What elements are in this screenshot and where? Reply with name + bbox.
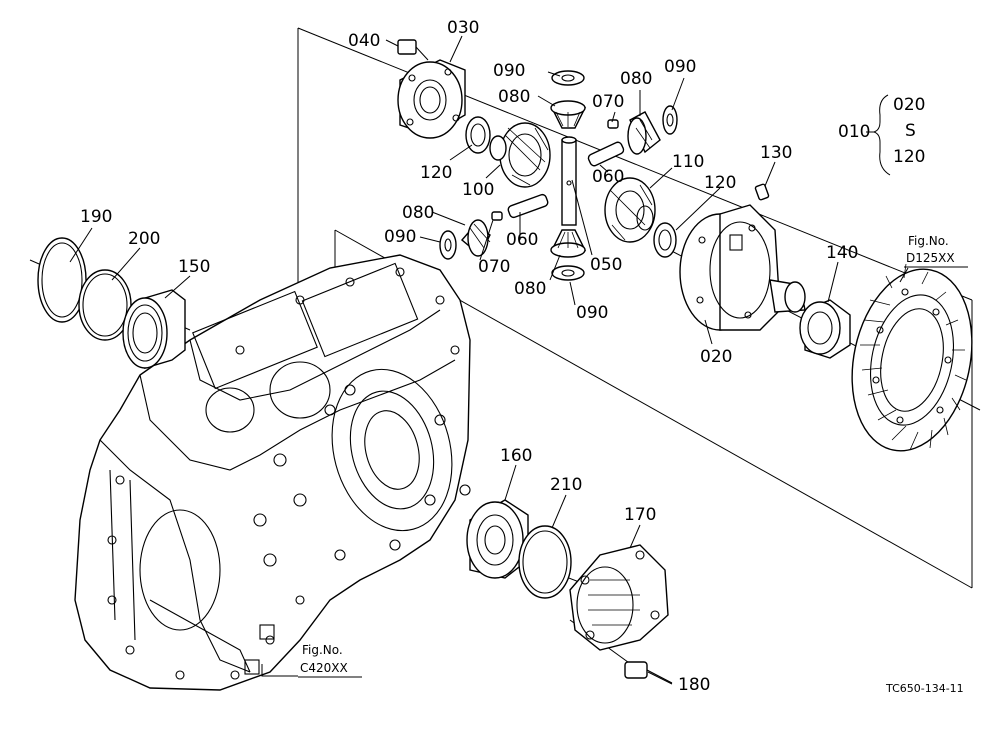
pinion-gear-080-right bbox=[627, 111, 661, 155]
part-label: 090 bbox=[576, 303, 608, 323]
leader-lines bbox=[69, 35, 909, 685]
cover-170 bbox=[569, 544, 669, 651]
part-label: 080 bbox=[402, 203, 434, 223]
pinion-gear-080-left bbox=[461, 219, 491, 257]
fig-ref-case: Fig.No. C420XX bbox=[298, 643, 362, 678]
bearing-140 bbox=[799, 299, 851, 359]
fig-ref-code: C420XX bbox=[300, 661, 348, 675]
part-label: 120 bbox=[420, 163, 452, 183]
fig-ref-ring-gear: Fig.No. D125XX bbox=[904, 234, 968, 268]
bearing-160 bbox=[466, 499, 529, 579]
part-label: 170 bbox=[624, 505, 656, 525]
part-label: 070 bbox=[592, 92, 624, 112]
part-label: 020 bbox=[700, 347, 732, 367]
washer-090-bottom bbox=[551, 265, 585, 281]
part-labels: 040 030 090 080 070 080 090 010 120 100 … bbox=[80, 18, 870, 695]
part-label: 090 bbox=[384, 227, 416, 247]
differential-case-020 bbox=[679, 204, 806, 331]
part-label: 150 bbox=[178, 257, 210, 277]
part-label: 120 bbox=[704, 173, 736, 193]
washer-090-top bbox=[551, 70, 585, 86]
part-label: 090 bbox=[664, 57, 696, 77]
part-label: 130 bbox=[760, 143, 792, 163]
part-label: 160 bbox=[500, 446, 532, 466]
pin-070-upper bbox=[607, 119, 619, 129]
shim-120-right bbox=[653, 222, 677, 258]
part-label: 050 bbox=[590, 255, 622, 275]
ring-210 bbox=[518, 525, 572, 599]
range-bottom-label: 120 bbox=[893, 147, 925, 167]
bolt-040 bbox=[397, 39, 429, 61]
pin-070-lower bbox=[491, 211, 503, 221]
flange-030 bbox=[397, 59, 466, 139]
ring-200 bbox=[78, 269, 132, 341]
transmission-case bbox=[74, 254, 471, 691]
ring-gear bbox=[851, 263, 973, 452]
bolt-130 bbox=[754, 183, 770, 201]
fig-ref-code: D125XX bbox=[906, 251, 955, 265]
washer-090-left bbox=[439, 230, 457, 260]
fig-ref-title: Fig.No. bbox=[908, 234, 949, 248]
range-bracket: 020 S 120 bbox=[866, 94, 925, 176]
part-label: 040 bbox=[348, 31, 380, 51]
part-label: 060 bbox=[506, 230, 538, 250]
pinion-shaft-050 bbox=[561, 136, 577, 226]
part-label: 080 bbox=[498, 87, 530, 107]
part-label: 140 bbox=[826, 243, 858, 263]
part-label: 070 bbox=[478, 257, 510, 277]
pinion-gear-080-bottom bbox=[550, 229, 587, 258]
pin-060-lower bbox=[507, 193, 549, 219]
part-label: 030 bbox=[447, 18, 479, 38]
side-gear-110 bbox=[604, 177, 656, 243]
part-label: 080 bbox=[514, 279, 546, 299]
part-label: 110 bbox=[672, 152, 704, 172]
washer-090-right bbox=[662, 105, 678, 135]
part-label: 200 bbox=[128, 229, 160, 249]
range-top-label: 020 bbox=[893, 95, 925, 115]
shim-120-left bbox=[465, 116, 491, 154]
part-label: 010 bbox=[838, 122, 870, 142]
part-label: 210 bbox=[550, 475, 582, 495]
range-symbol: S bbox=[905, 121, 916, 141]
drawing-code: TC650-134-11 bbox=[885, 682, 964, 695]
fig-ref-title: Fig.No. bbox=[302, 643, 343, 657]
pinion-gear-080-top bbox=[550, 100, 587, 129]
part-label: 190 bbox=[80, 207, 112, 227]
bearing-150 bbox=[122, 289, 186, 369]
part-label: 080 bbox=[620, 69, 652, 89]
part-label: 100 bbox=[462, 180, 494, 200]
side-gear-100 bbox=[489, 122, 551, 188]
pin-060-upper bbox=[587, 141, 625, 167]
part-label: 090 bbox=[493, 61, 525, 81]
bolt-180 bbox=[624, 661, 673, 684]
part-label: 180 bbox=[678, 675, 710, 695]
part-label: 060 bbox=[592, 167, 624, 187]
